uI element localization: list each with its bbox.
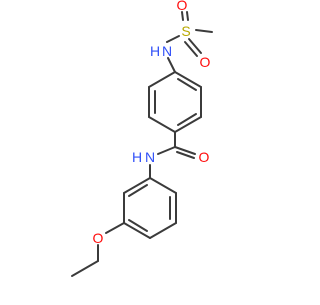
ring1-double-2 xyxy=(177,113,197,126)
bond-sulfur-oxygen-bottom xyxy=(184,41,198,57)
bond-sulfur-oxygen-top-2 xyxy=(186,11,189,21)
oxygen-bottom-label: O xyxy=(200,54,211,70)
atom-labels: S O O N H O N H O xyxy=(93,0,211,246)
nitrogen-amide-label: N xyxy=(145,149,155,165)
bonds xyxy=(71,11,213,277)
bond-sulfur-nitrogen xyxy=(166,35,180,43)
ring2-double-3 xyxy=(128,184,148,197)
hydrogen-sulfonamide-label: H xyxy=(150,43,160,59)
ring1-bond-4 xyxy=(148,116,176,133)
hydrogen-amide-label: H xyxy=(132,149,142,165)
bond-carbonyl-oxygen xyxy=(174,146,196,155)
bond-nitrogen-ring xyxy=(167,57,176,73)
ring2-double-2 xyxy=(128,219,148,232)
ring1-double-1 xyxy=(177,78,197,91)
ring1-bond-3 xyxy=(174,116,202,133)
bond-methyl-sulfur xyxy=(195,29,213,33)
ring2-bond-1 xyxy=(149,177,177,194)
ring1-bond-1 xyxy=(174,71,202,88)
bond-ethyl xyxy=(71,260,99,277)
oxygen-top-label: O xyxy=(177,0,188,13)
bond-sulfur-oxygen-top xyxy=(181,11,184,21)
structure-canvas: S O O N H O N H O xyxy=(71,0,213,277)
bond-ring-ether-oxygen xyxy=(105,222,125,234)
bond-carbonyl-oxygen-2 xyxy=(176,151,195,159)
ring2-bond-6 xyxy=(123,177,151,194)
bond-sulfur-oxygen-bottom-2 xyxy=(188,38,202,54)
carbonyl-oxygen-label: O xyxy=(199,149,210,165)
ring2-bond-3 xyxy=(149,222,177,239)
ring1-bond-6 xyxy=(148,71,176,88)
bond-carbonyl-nitrogen xyxy=(157,146,176,155)
molecule-structure: S O O N H O N H O xyxy=(71,0,213,277)
ring2-bond-4 xyxy=(123,222,151,239)
nitrogen-sulfonamide-label: N xyxy=(162,43,172,59)
sulfur-label: S xyxy=(181,23,190,39)
ether-oxygen-label: O xyxy=(93,230,104,246)
